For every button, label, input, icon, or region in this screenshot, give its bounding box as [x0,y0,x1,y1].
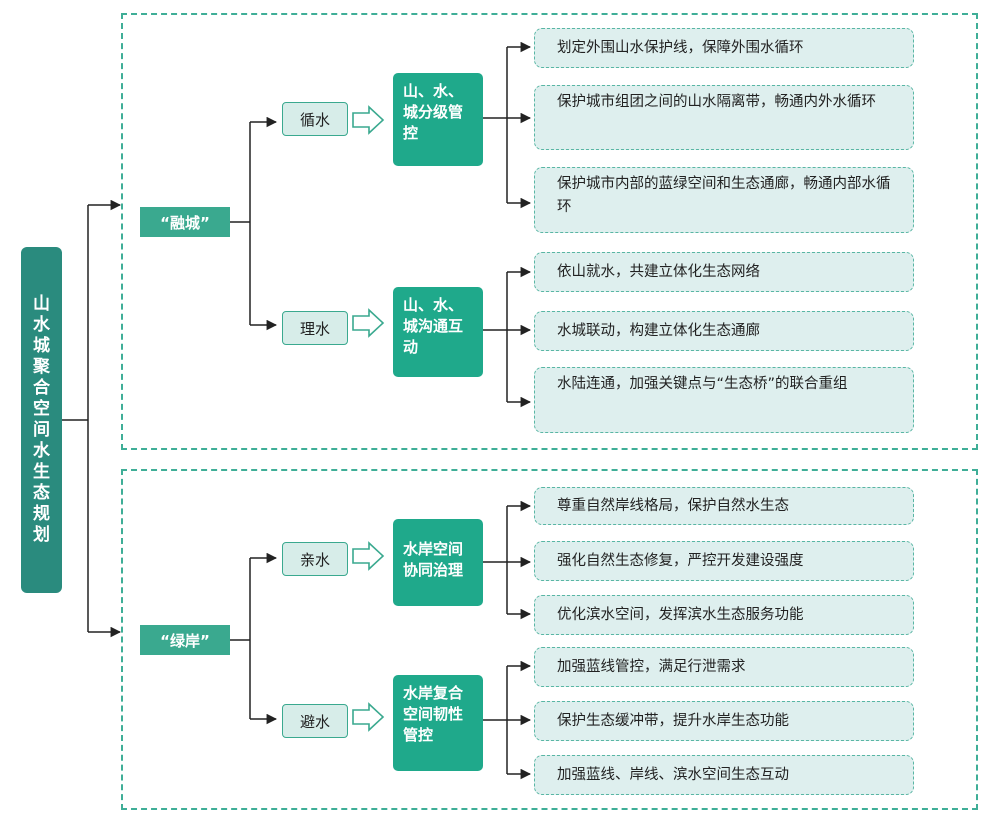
root-node: 山水城聚合空间水生态规划 [21,247,62,593]
leaf-text: 加强蓝线管控，满足行泄需求 [557,658,746,675]
group-frame-lvan [121,469,978,810]
leaf-item: 保护城市组团之间的山水隔离带，畅通内外水循环 [534,85,914,150]
leaf-item: 加强蓝线管控，满足行泄需求 [534,647,914,687]
control-renxing-guankong: 水岸复合空间韧性管控 [393,675,483,771]
leaf-item: 保护城市内部的蓝绿空间和生态通廊，畅通内部水循环 [534,167,914,233]
leaf-text: 保护生态缓冲带，提升水岸生态功能 [557,712,789,729]
leaf-item: 优化滨水空间，发挥滨水生态服务功能 [534,595,914,635]
leaf-text: 优化滨水空间，发挥滨水生态服务功能 [557,606,804,623]
leaf-item: 保护生态缓冲带，提升水岸生态功能 [534,701,914,741]
leaf-text: 加强蓝线、岸线、滨水空间生态互动 [557,766,789,783]
leaf-item: 水陆连通，加强关键点与“生态桥”的联合重组 [534,367,914,433]
sub-xunshui: 循水 [282,102,348,136]
leaf-text: 水城联动，构建立体化生态通廊 [557,322,760,339]
leaf-text: 强化自然生态修复，严控开发建设强度 [557,552,804,569]
leaf-text: 保护城市组团之间的山水隔离带，畅通内外水循环 [557,94,876,110]
control-goutong-hudong: 山、水、城沟通互动 [393,287,483,377]
control-fenji-guankong: 山、水、城分级管控 [393,73,483,166]
sub-lishui: 理水 [282,311,348,345]
leaf-item: 强化自然生态修复，严控开发建设强度 [534,541,914,581]
group-frame-rongcheng [121,13,978,450]
leaf-item: 依山就水，共建立体化生态网络 [534,252,914,292]
leaf-text: 尊重自然岸线格局，保护自然水生态 [557,497,789,514]
category-lvan: “绿岸” [140,625,230,655]
leaf-item: 水城联动，构建立体化生态通廊 [534,311,914,351]
leaf-text: 水陆连通，加强关键点与“生态桥”的联合重组 [557,376,848,392]
category-rongcheng: “融城” [140,207,230,237]
leaf-text: 保护城市内部的蓝绿空间和生态通廊，畅通内部水循环 [557,176,891,215]
leaf-text: 依山就水，共建立体化生态网络 [557,263,760,280]
leaf-text: 划定外围山水保护线，保障外围水循环 [557,39,804,56]
sub-qinshui: 亲水 [282,542,348,576]
leaf-item: 加强蓝线、岸线、滨水空间生态互动 [534,755,914,795]
root-label: 山水城聚合空间水生态规划 [33,294,50,545]
leaf-item: 尊重自然岸线格局，保护自然水生态 [534,487,914,525]
sub-bishui: 避水 [282,704,348,738]
control-xietong-zhili: 水岸空间协同治理 [393,519,483,606]
leaf-item: 划定外围山水保护线，保障外围水循环 [534,28,914,68]
